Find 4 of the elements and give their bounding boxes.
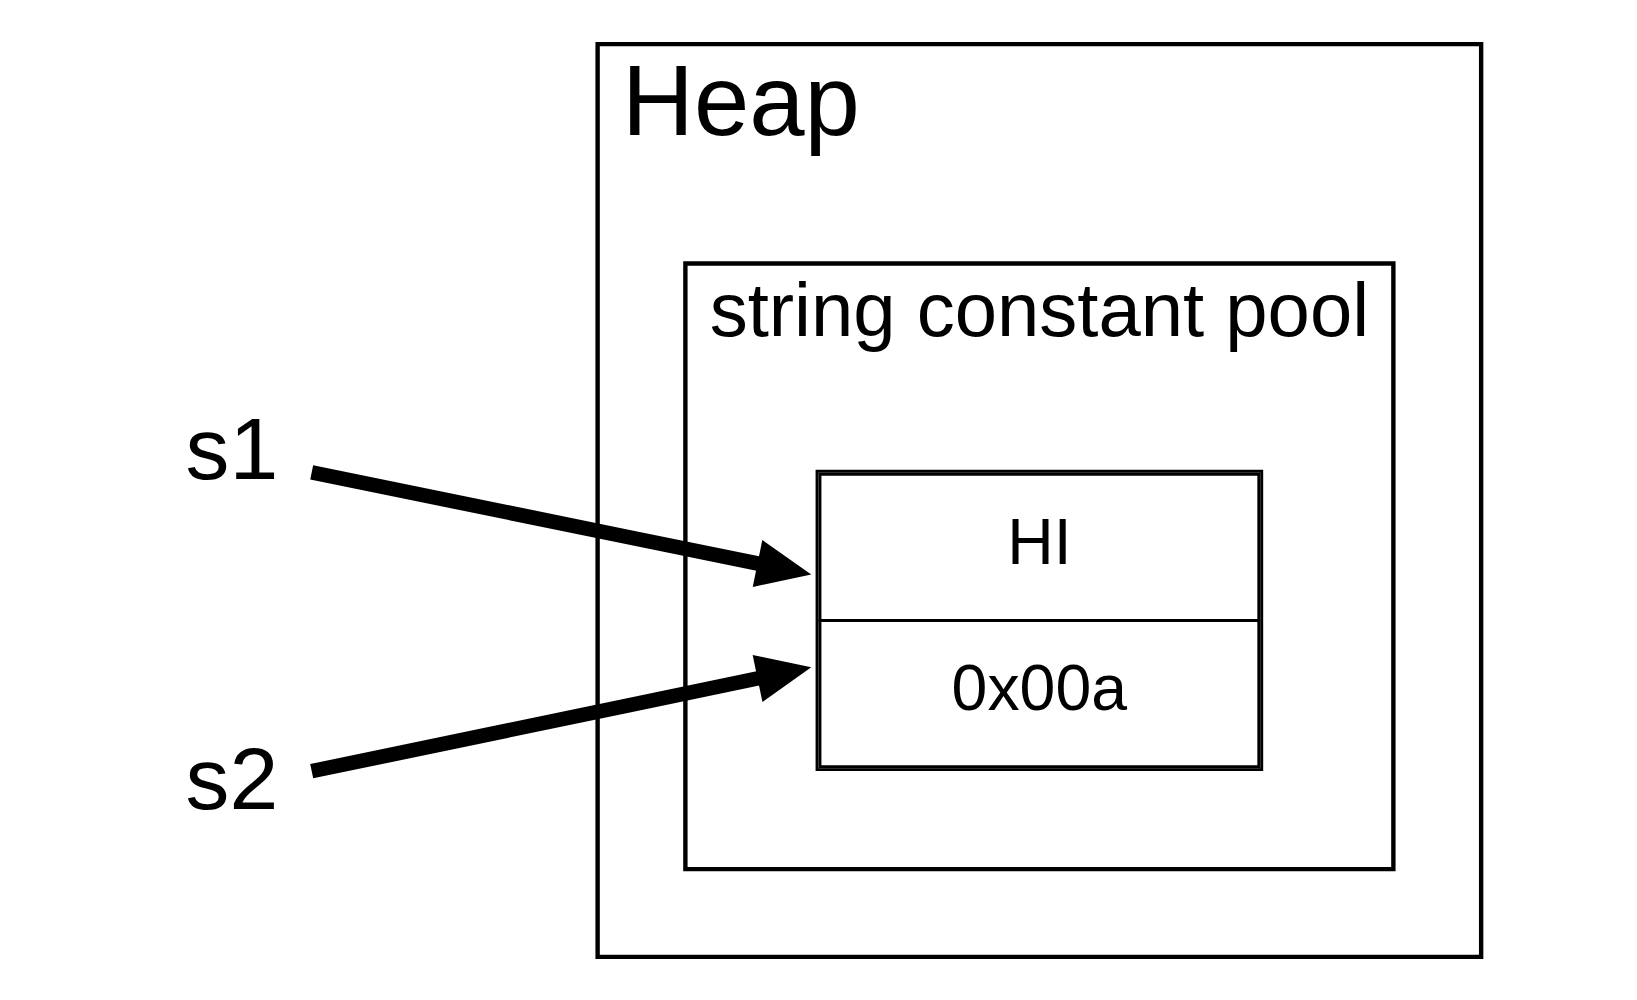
arrow xyxy=(310,654,812,778)
arrow xyxy=(310,464,812,587)
node-text: s2 xyxy=(185,729,279,828)
node-text: s1 xyxy=(185,399,279,498)
